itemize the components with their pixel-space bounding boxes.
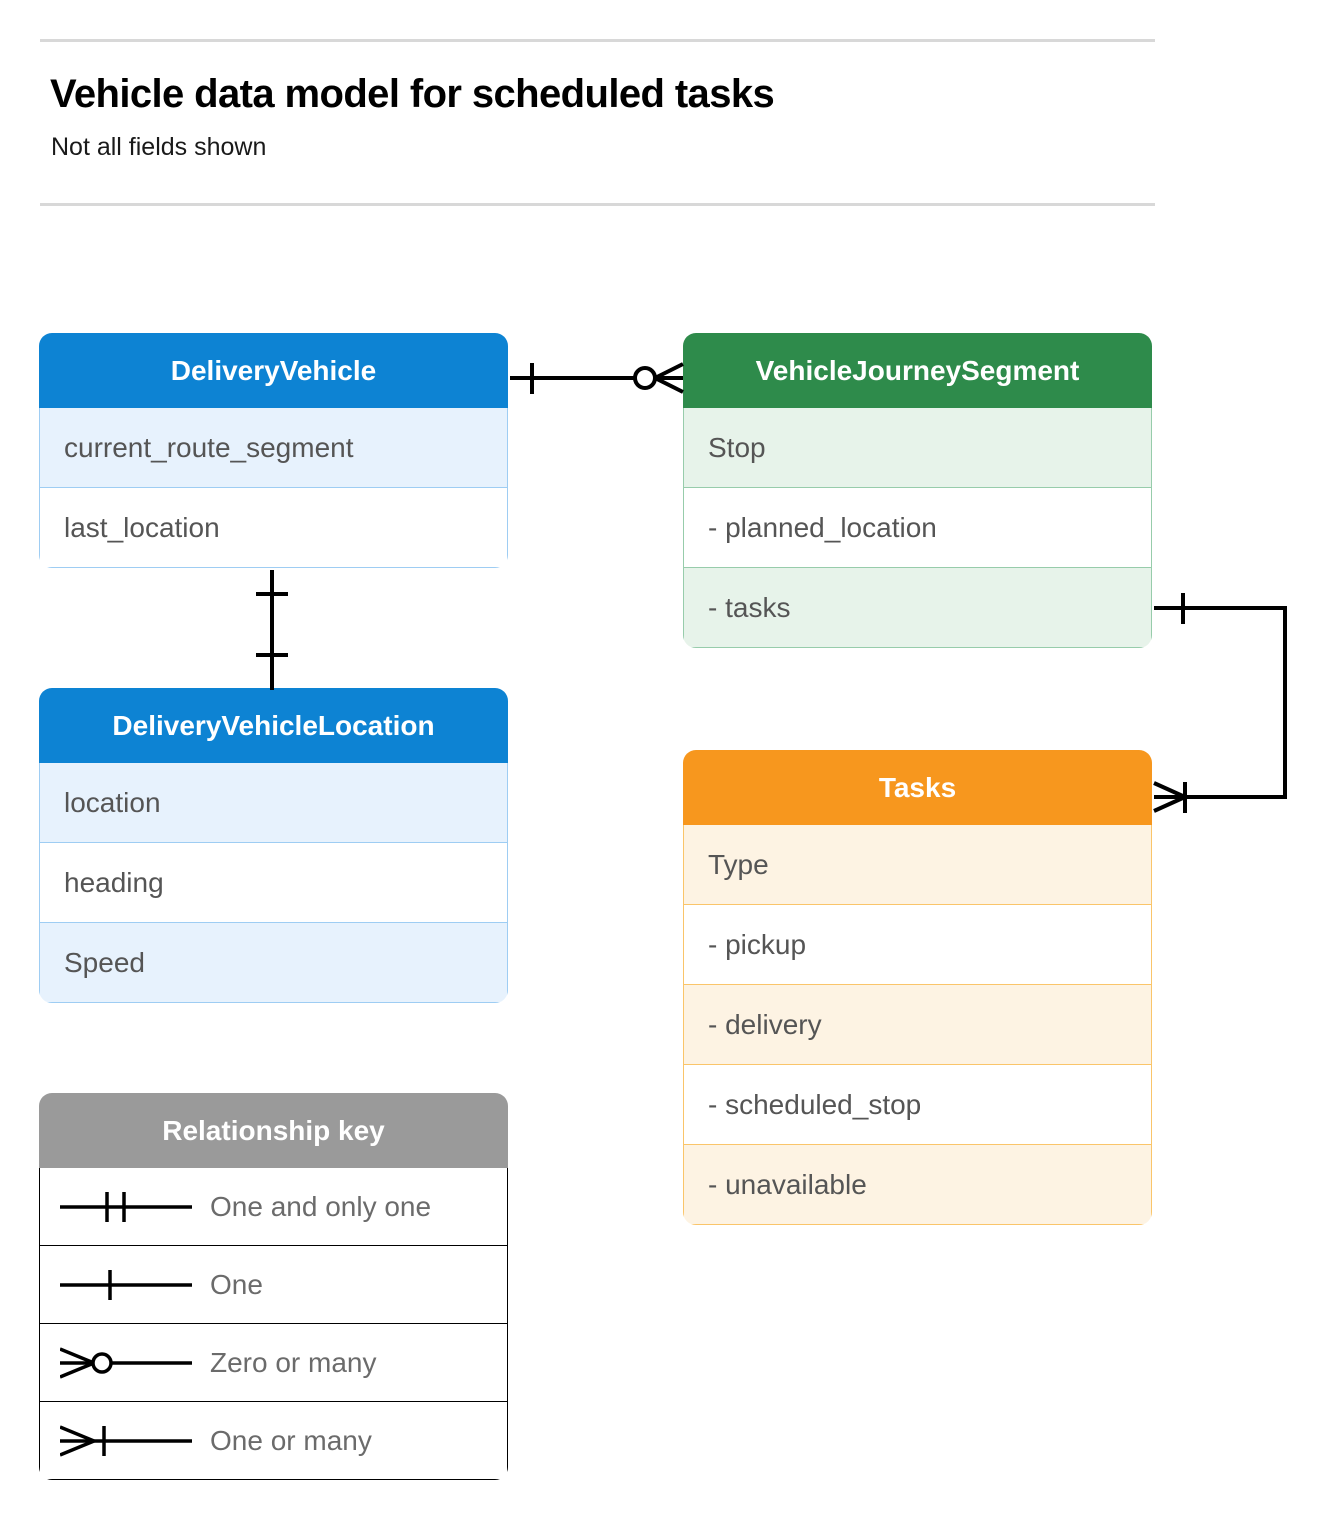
one-or-many-icon	[40, 1421, 210, 1461]
entity-field-row: - pickup	[683, 905, 1152, 985]
header-divider-bottom	[40, 203, 1155, 206]
entity-field-row: last_location	[39, 488, 508, 568]
legend-item-one: One	[39, 1246, 508, 1324]
entity-field-row: - planned_location	[683, 488, 1152, 568]
header-divider-top	[40, 39, 1155, 42]
legend-item-label: One and only one	[210, 1190, 432, 1222]
entity-field-row: - delivery	[683, 985, 1152, 1065]
entity-tasks[interactable]: Tasks Type - pickup - delivery - schedul…	[683, 750, 1152, 1225]
relationship-vehiclejourneysegment-tasks	[1153, 593, 1287, 813]
entity-vehicle-journey-segment-title: VehicleJourneySegment	[683, 333, 1152, 408]
one-and-only-one-icon	[40, 1187, 210, 1227]
entity-field-row: - tasks	[683, 568, 1152, 648]
relationship-deliveryvehicle-deliveryvehiclelocation	[256, 570, 288, 690]
entity-delivery-vehicle-location-title: DeliveryVehicleLocation	[39, 688, 508, 763]
entity-field-row: Stop	[683, 408, 1152, 488]
legend-item-label: Zero or many	[210, 1346, 377, 1378]
entity-delivery-vehicle[interactable]: DeliveryVehicle current_route_segment la…	[39, 333, 508, 568]
entity-field-row: - scheduled_stop	[683, 1065, 1152, 1145]
entity-vehicle-journey-segment[interactable]: VehicleJourneySegment Stop - planned_loc…	[683, 333, 1152, 648]
legend-item-label: One	[210, 1268, 263, 1300]
one-icon	[40, 1265, 210, 1305]
entity-tasks-title: Tasks	[683, 750, 1152, 825]
legend-item-zero-or-many: Zero or many	[39, 1324, 508, 1402]
page-title: Vehicle data model for scheduled tasks	[50, 72, 775, 116]
entity-field-row: - unavailable	[683, 1145, 1152, 1225]
entity-delivery-vehicle-location[interactable]: DeliveryVehicleLocation location heading…	[39, 688, 508, 1003]
entity-field-row: heading	[39, 843, 508, 923]
entity-field-row: Type	[683, 825, 1152, 905]
legend-item-label: One or many	[210, 1424, 372, 1456]
legend-item-one-or-many: One or many	[39, 1402, 508, 1480]
legend-title: Relationship key	[39, 1093, 508, 1168]
relationship-deliveryvehicle-vehiclejourneysegment	[510, 362, 684, 394]
entity-field-row: current_route_segment	[39, 408, 508, 488]
entity-delivery-vehicle-title: DeliveryVehicle	[39, 333, 508, 408]
legend-relationship-key: Relationship key One and only one One	[39, 1093, 508, 1480]
zero-or-many-icon	[40, 1343, 210, 1383]
entity-field-row: Speed	[39, 923, 508, 1003]
page-subtitle: Not all fields shown	[51, 133, 267, 161]
entity-field-row: location	[39, 763, 508, 843]
legend-item-one-and-only-one: One and only one	[39, 1168, 508, 1246]
